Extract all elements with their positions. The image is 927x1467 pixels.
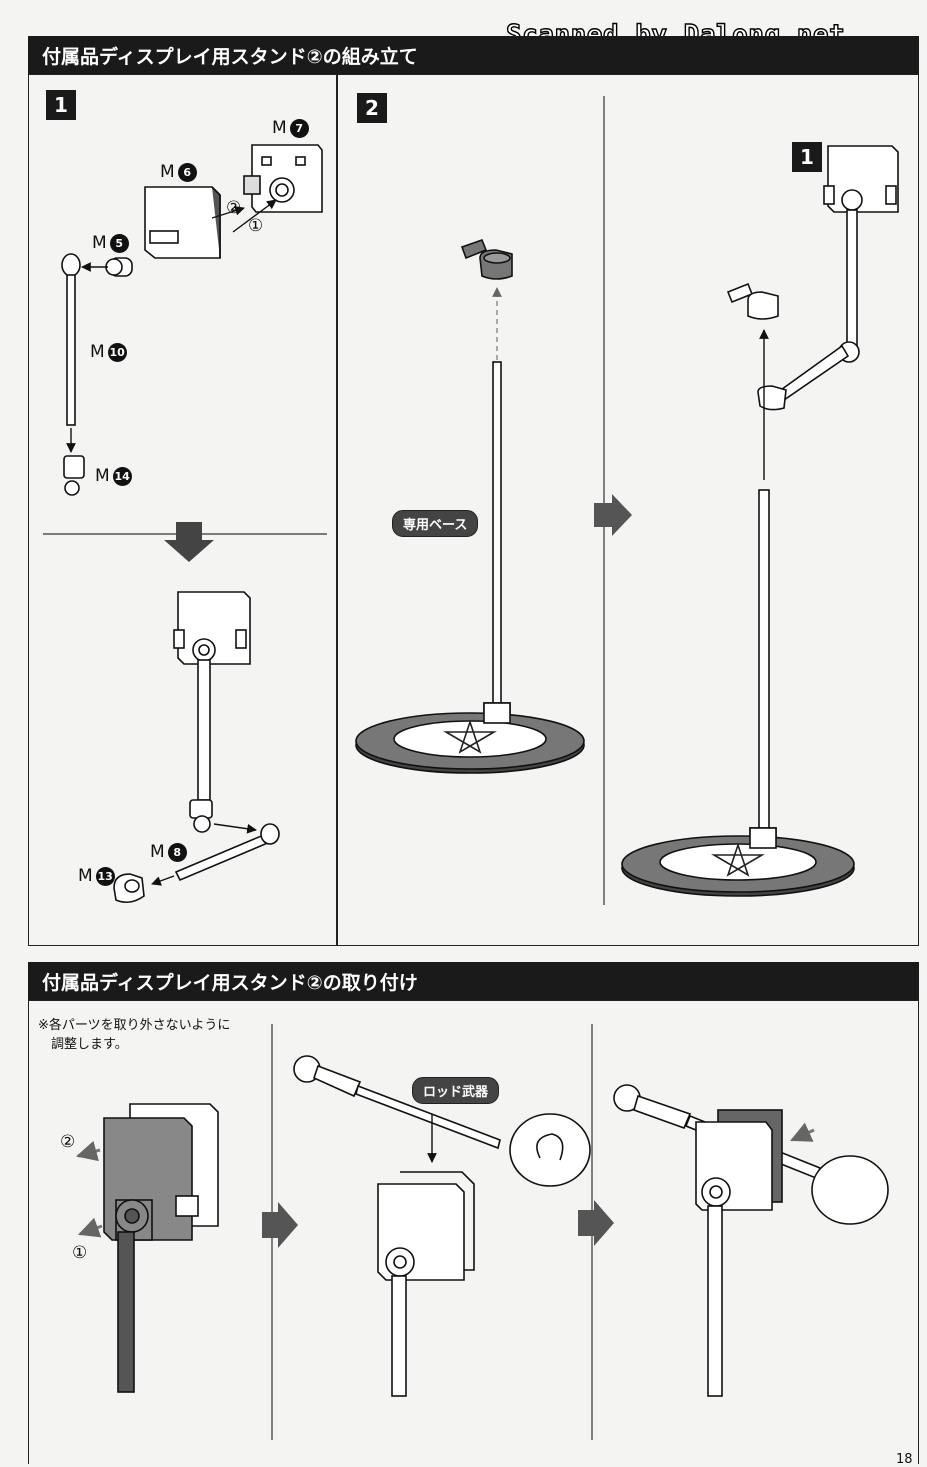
step2-number: 2 (357, 93, 387, 123)
step2-panel (337, 74, 919, 946)
next-arrow-icon-3 (578, 1200, 614, 1246)
display-base-step2 (355, 361, 585, 774)
base-label-badge: 専用ベース (392, 510, 479, 537)
section2-note: ※各パーツを取り外さないように 調整します。 (38, 1018, 231, 1052)
section2-title: 付属品ディスプレイ用スタンド②の取り付け (42, 971, 418, 994)
section2-order-mark-1: ① (72, 1243, 88, 1263)
clamp-open (377, 1171, 475, 1397)
assembled-stand-result (726, 145, 899, 411)
step2-result-number: 1 (792, 142, 822, 172)
part-m10-rod (61, 253, 81, 426)
part-m5-pin (105, 257, 133, 277)
assembled-arm-step1 (173, 591, 251, 833)
section1-title: 付属品ディスプレイ用スタンド②の組み立て (42, 45, 418, 68)
part-m13-clamp-step2 (460, 238, 513, 280)
display-base-result (621, 489, 855, 897)
section2-title-bar: 付属品ディスプレイ用スタンド②の取り付け (28, 962, 919, 1000)
part-m6-clip (144, 186, 221, 259)
section2-order-mark-2: ② (60, 1132, 76, 1152)
down-arrow-icon (164, 522, 214, 562)
rod-weapon-mounted (613, 1084, 889, 1397)
arrow-m6-to-m7 (211, 205, 245, 219)
step1-number: 1 (46, 90, 76, 120)
page-number: 18 (896, 1452, 913, 1467)
arrow-m5-to-m7 (232, 199, 277, 233)
weapon-label-badge: ロッド武器 (412, 1077, 500, 1104)
order-mark-1: ① (248, 216, 264, 236)
section2-panel (28, 1000, 919, 1464)
clamp-detail (103, 1103, 219, 1393)
part-m8-rod (174, 823, 280, 882)
part-m13-clamp (113, 873, 145, 904)
step1-panel (28, 74, 337, 946)
rod-weapon-above (293, 1055, 591, 1187)
section1-title-bar: 付属品ディスプレイ用スタンド②の組み立て (28, 36, 919, 74)
next-arrow-icon (594, 494, 632, 536)
next-arrow-icon-2 (262, 1202, 298, 1248)
part-m7-plate (243, 144, 323, 213)
part-m14-joint (63, 455, 85, 496)
